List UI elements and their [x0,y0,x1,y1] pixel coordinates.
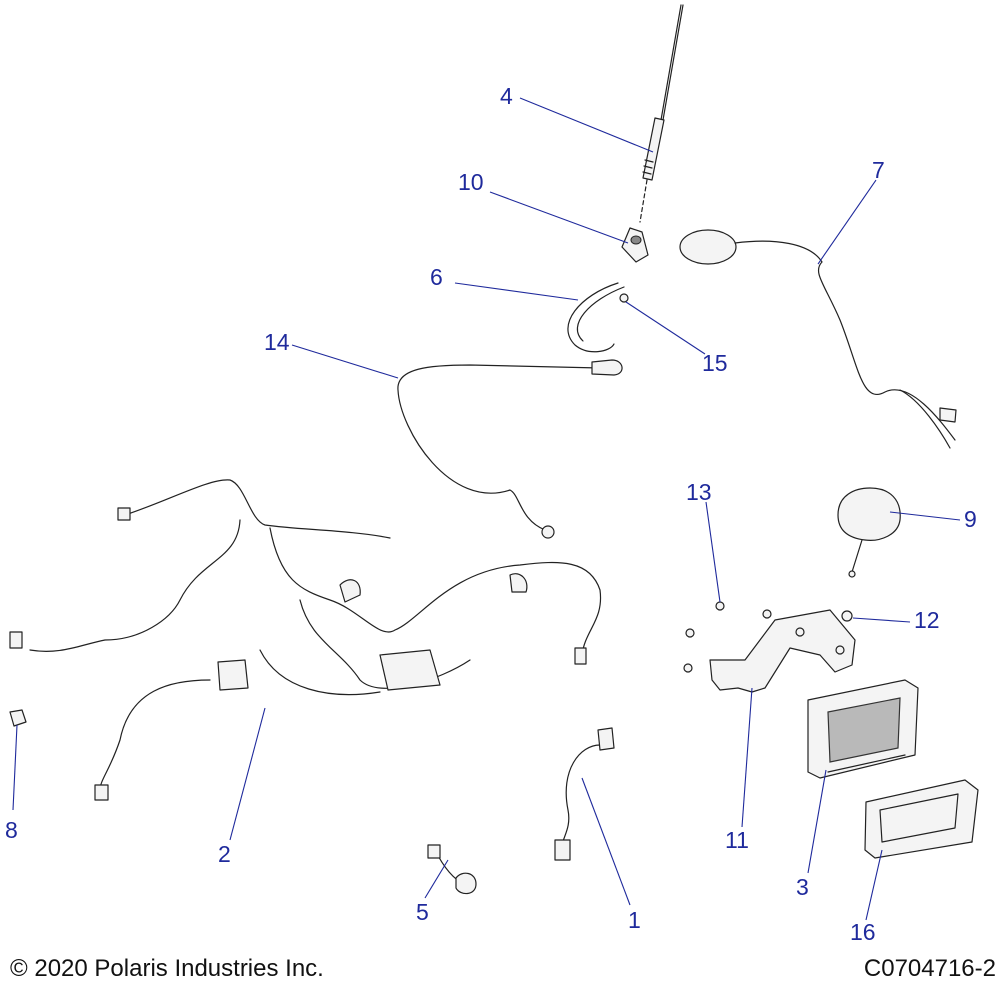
part-11-mount-bracket [709,609,856,693]
leader-lines [12,97,961,921]
part-8-sensor [9,709,27,727]
leader-11 [741,687,753,828]
callout-16: 16 [850,919,876,945]
leader-10 [489,191,629,244]
callout-1: 1 [628,907,641,933]
leader-14 [291,344,399,379]
drawing-number: C0704716-2 [863,955,996,982]
leader-15 [625,301,706,355]
leader-3 [807,769,827,874]
leader-4 [519,97,654,153]
leader-6 [454,282,579,301]
leader-1 [581,777,631,906]
callout-13: 13 [686,479,712,505]
leader-8 [12,724,18,811]
copyright-notice: © 2020 Polaris Industries Inc. [10,955,324,982]
part-15-fastener [619,293,629,303]
part-7-antenna-cable [679,229,957,449]
part-1-sensor-harness [554,727,615,861]
leader-12 [852,617,911,623]
leader-5 [424,859,449,899]
leader-7 [817,179,877,265]
part-2-main-harness [9,479,602,801]
callout-3: 3 [796,874,809,900]
part-13-fasteners [683,601,772,673]
leader-16 [865,849,883,921]
callout-14: 14 [264,329,290,355]
leader-9 [889,511,961,521]
callout-15: 15 [702,350,728,376]
part-3-display [807,679,919,779]
callout-4: 4 [500,83,513,109]
callout-12: 12 [914,607,940,633]
callout-2: 2 [218,841,231,867]
leader-13 [705,501,721,603]
part-16-bezel [864,779,979,859]
part-9-gps-puck [837,487,901,578]
callout-5: 5 [416,899,429,925]
leader-2 [229,707,266,841]
part-10-antenna-mount [621,227,649,263]
part-14-ground-cable [397,359,623,539]
callout-11: 11 [725,827,749,853]
part-5-connector [427,844,477,895]
callout-8: 8 [5,817,18,843]
callout-9: 9 [964,506,977,532]
part-12-bolt [841,610,853,622]
part-6-strap-bracket [567,282,625,353]
callout-7: 7 [872,157,885,183]
callout-labels: 4 10 6 15 14 7 9 13 12 11 3 16 1 5 2 8 [5,83,977,945]
part-4-antenna-mast [639,4,684,223]
callout-10: 10 [458,169,484,195]
callout-6: 6 [430,264,443,290]
